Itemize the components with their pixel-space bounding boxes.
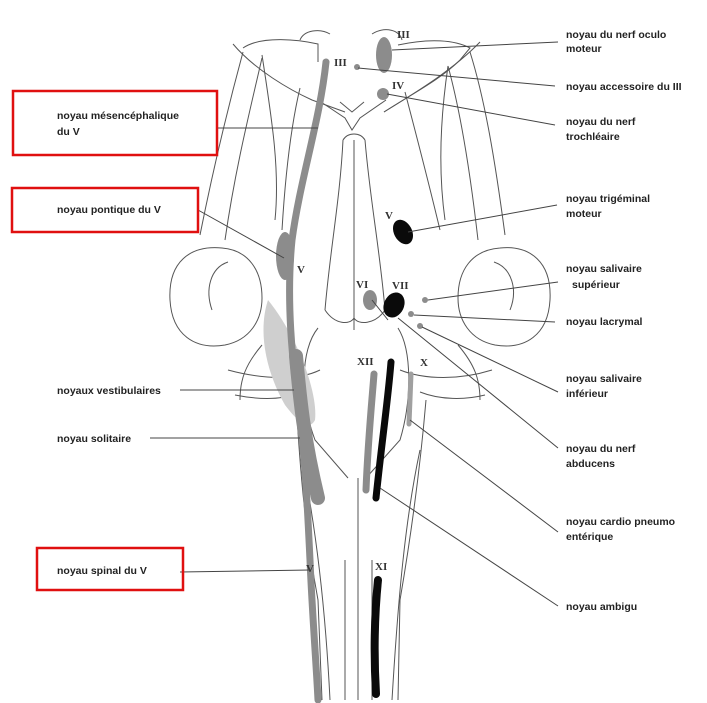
label-salivaire-sup-1: noyau salivaire [566, 263, 642, 275]
highlight-boxes [12, 91, 217, 590]
label-accessoire: noyau accessoire du III [566, 81, 682, 93]
label-cardio-2: entérique [566, 531, 613, 543]
label-spinal: noyau spinal du V [57, 565, 147, 577]
label-trigeminal-1: noyau trigéminal [566, 193, 650, 205]
label-trigeminal-2: moteur [566, 208, 602, 220]
label-solitaire: noyau solitaire [57, 433, 131, 445]
numeral-iv: IV [392, 80, 404, 92]
numeral-iii-top: III [397, 29, 410, 41]
abducens-nucleus [363, 290, 377, 310]
numeral-x: X [420, 357, 428, 369]
highlight-box-mesencephalique [13, 91, 217, 155]
accessory-iii-nucleus [354, 64, 360, 70]
inferior-salivatory-nucleus [417, 323, 423, 329]
label-abducens-2: abducens [566, 458, 615, 470]
numeral-v-motor: V [385, 210, 393, 222]
label-oculomoteur-1: noyau du nerf oculo [566, 29, 666, 41]
ambiguus-nucleus [376, 362, 391, 498]
numeral-vii: VII [392, 280, 409, 292]
pontine-nucleus [276, 232, 294, 280]
lacrimal-nucleus [408, 311, 414, 317]
label-salivaire-inf-1: noyau salivaire [566, 373, 642, 385]
label-abducens-1: noyau du nerf [566, 443, 636, 455]
label-trochleaire-2: trochléaire [566, 131, 620, 143]
numeral-iii-left: III [334, 57, 347, 69]
label-mesencephalique-1: noyau mésencéphalique [57, 110, 179, 122]
label-oculomoteur-2: moteur [566, 43, 602, 55]
label-salivaire-inf-2: inférieur [566, 388, 608, 400]
label-trochleaire-1: noyau du nerf [566, 116, 636, 128]
hypoglossal-nucleus [366, 374, 374, 490]
vagal-dorsal-nucleus [409, 374, 411, 424]
label-vestibulaires: noyaux vestibulaires [57, 385, 161, 397]
numeral-xii: XII [357, 356, 374, 368]
labels: noyau du nerf oculo moteur noyau accesso… [57, 29, 682, 613]
label-salivaire-sup-2: supérieur [572, 279, 620, 291]
label-mesencephalique-2: du V [57, 126, 80, 138]
numeral-xi: XI [375, 561, 387, 573]
oculomotor-nucleus [376, 37, 392, 73]
superior-salivatory-nucleus [422, 297, 428, 303]
trigeminal-motor-nucleus [389, 216, 417, 247]
label-ambigu: noyau ambigu [566, 601, 637, 613]
numeral-v-spinal: V [306, 563, 314, 575]
label-cardio-1: noyau cardio pneumo [566, 516, 675, 528]
numeral-vi: VI [356, 279, 368, 291]
numeral-v-pontine: V [297, 264, 305, 276]
label-lacrymal: noyau lacrymal [566, 316, 643, 328]
label-pontique: noyau pontique du V [57, 204, 161, 216]
accessory-nucleus [375, 580, 378, 694]
